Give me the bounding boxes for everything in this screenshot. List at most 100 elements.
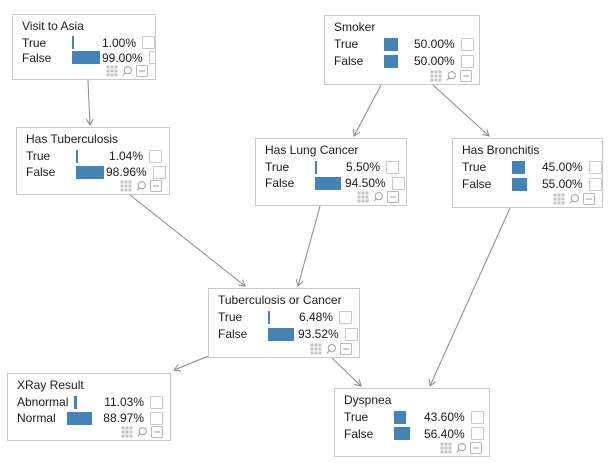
state-checkbox[interactable] [152,165,166,179]
state-checkbox[interactable] [460,54,474,68]
node-title: Has Lung Cancer [265,143,359,157]
probability-bar-track [76,165,106,179]
probability-value: 45.00% [542,160,583,175]
state-checkbox[interactable] [386,160,399,174]
state-checkbox[interactable] [391,176,405,190]
state-label: False [218,327,248,342]
probability-value: 88.97% [103,411,144,425]
probability-bar-track [315,176,345,190]
state-label: True [218,310,243,325]
probability-bar [315,160,317,174]
state-label: True [462,160,487,175]
state-checkbox[interactable] [150,411,163,425]
probability-value: 56.40% [424,426,465,441]
probability-bar-track [72,51,102,64]
node-visit-to-asia[interactable]: Visit to Asia True 1.00% False 99.00% [12,14,156,80]
probability-bar [72,36,74,49]
grid-icon[interactable] [120,180,132,192]
node-toolbar [22,65,148,77]
node-has-tuberculosis[interactable]: Has Tuberculosis True 1.04% False 98.96% [16,127,170,195]
state-row: False 98.96% [26,164,166,180]
grid-icon[interactable] [310,343,322,355]
state-label: True [265,160,290,174]
state-checkbox[interactable] [588,177,602,191]
state-row: False 56.40% [344,425,484,441]
probability-bar [315,176,342,190]
state-row: True 43.60% [344,409,484,425]
node-toolbar [218,342,352,355]
probability-bar [76,149,78,163]
minus-icon[interactable] [387,191,399,203]
minus-icon[interactable] [150,180,162,192]
node-xray-result[interactable]: XRay Result Abnormal 11.03% Normal 88.97… [7,373,171,441]
state-checkbox[interactable] [142,36,155,49]
probability-value: 11.03% [104,395,144,409]
node-toolbar [344,441,482,454]
state-row: True 1.04% [26,148,162,164]
state-row: False 55.00% [462,176,602,193]
state-checkbox[interactable] [470,427,484,441]
magnifier-icon[interactable] [135,180,147,192]
probability-value: 5.50% [345,160,380,174]
magnifier-icon[interactable] [121,65,133,77]
probability-bar [384,37,398,51]
probability-bar-track [67,411,97,425]
state-row: True 5.50% [265,159,399,175]
state-row: True 1.00% [22,35,155,50]
node-dyspnea[interactable]: Dyspnea True 43.60% False 56.40% [334,388,490,457]
probability-bar-track [74,395,104,409]
probability-bar-track [394,410,424,424]
node-title: XRay Result [17,378,84,392]
magnifier-icon[interactable] [568,193,580,205]
state-checkbox[interactable] [148,51,155,64]
probability-bar [76,165,104,179]
grid-icon[interactable] [121,426,133,438]
node-title: Dyspnea [344,393,392,407]
magnifier-icon[interactable] [372,191,384,203]
probability-bar-track [76,149,106,163]
minus-icon[interactable] [460,69,472,82]
minus-icon[interactable] [340,342,352,355]
probability-bar [394,427,410,441]
magnifier-icon[interactable] [445,70,457,82]
magnifier-icon[interactable] [455,442,467,454]
minus-icon[interactable] [151,426,163,438]
state-checkbox[interactable] [150,395,163,409]
state-row: Normal 88.97% [17,410,163,426]
probability-value: 55.00% [542,177,583,192]
magnifier-icon[interactable] [325,343,337,355]
probability-bar-track [384,37,414,51]
state-label: Normal [17,411,56,425]
state-checkbox[interactable] [149,149,162,163]
probability-bar [384,54,398,68]
state-checkbox[interactable] [588,160,602,174]
grid-icon[interactable] [357,191,369,203]
node-title: Has Tuberculosis [26,132,119,146]
node-toolbar [26,180,162,192]
grid-icon[interactable] [440,442,452,454]
probability-bar-track [384,54,414,68]
state-checkbox[interactable] [460,37,474,51]
state-checkbox[interactable] [339,310,352,324]
probability-bar-track [512,160,542,174]
grid-icon[interactable] [553,193,565,205]
probability-bar-track [394,427,424,441]
state-checkbox[interactable] [470,410,484,424]
minus-icon[interactable] [136,65,148,77]
node-has-lung-cancer[interactable]: Has Lung Cancer True 5.50% False 94.50% [255,138,407,206]
state-row: False 93.52% [218,326,358,343]
grid-icon[interactable] [106,65,118,77]
probability-value: 50.00% [414,54,455,69]
node-smoker[interactable]: Smoker True 50.00% False 50.00% [324,15,480,85]
minus-icon[interactable] [583,192,595,205]
state-checkbox[interactable] [344,327,358,341]
minus-icon[interactable] [470,441,482,454]
node-has-bronchitis[interactable]: Has Bronchitis True 45.00% False 55.00% [452,138,603,208]
state-label: True [26,149,51,163]
magnifier-icon[interactable] [136,426,148,438]
node-tuberculosis-or-cancer[interactable]: Tuberculosis or Cancer True 6.48% False … [208,288,360,358]
grid-icon[interactable] [430,70,442,82]
state-label: False [265,176,295,190]
state-row: False 99.00% [22,50,155,65]
